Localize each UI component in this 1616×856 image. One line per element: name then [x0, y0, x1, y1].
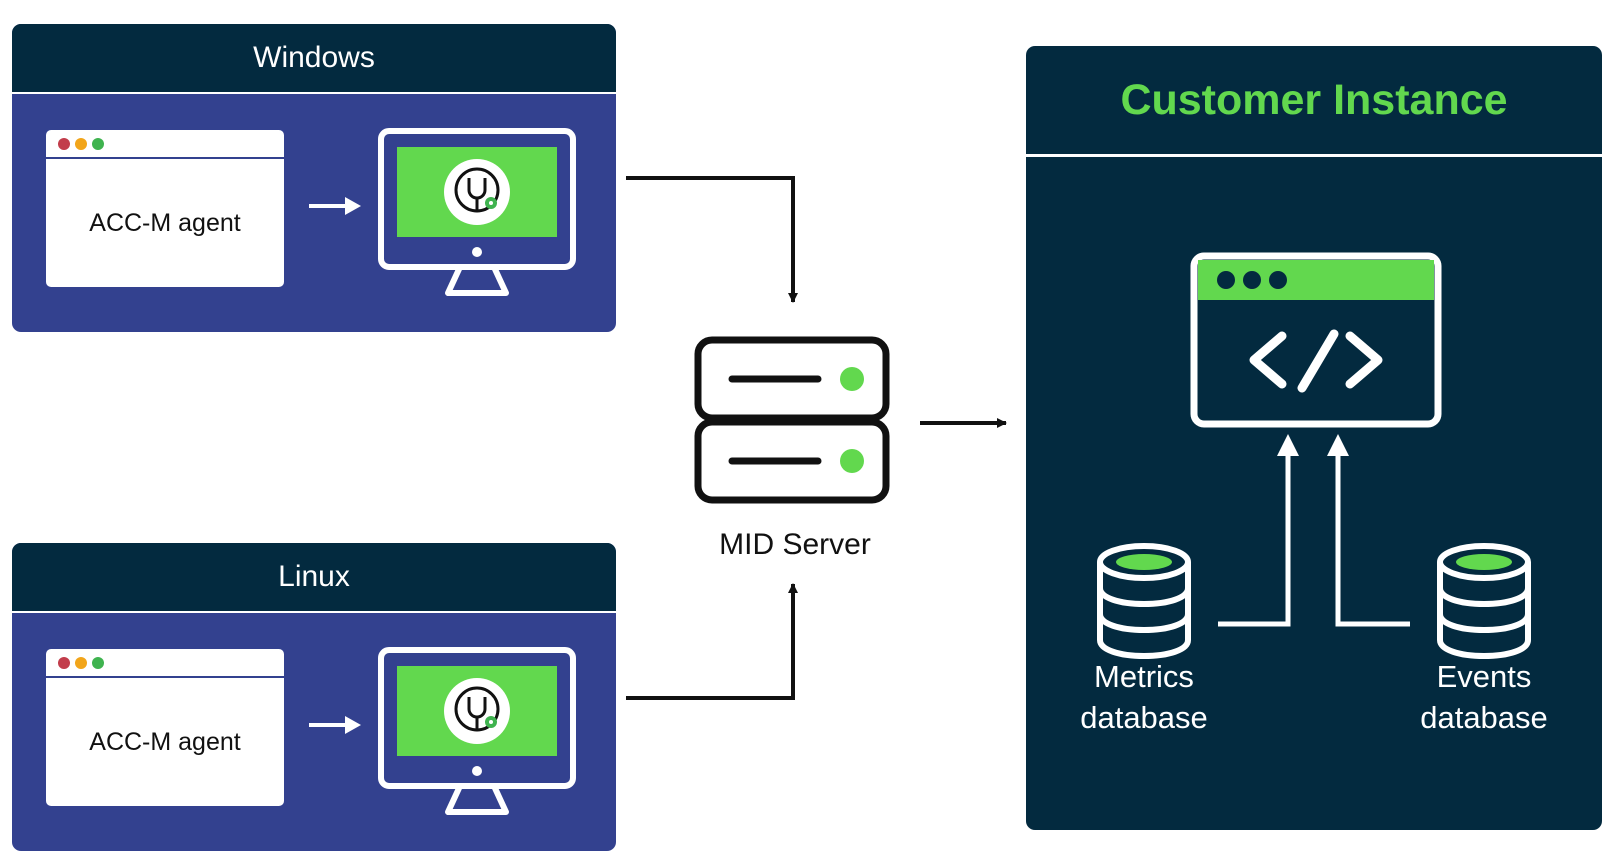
arrow-right-icon [309, 197, 361, 215]
wrench-gear-icon [444, 678, 510, 744]
window-dots [58, 657, 104, 669]
linux-agent-window: ACC-M agent [46, 649, 284, 806]
window-dots [58, 138, 104, 150]
db-to-instance-arrows [1218, 434, 1410, 627]
events-database-icon [1437, 543, 1531, 660]
events-database-label-line1: Events [1436, 659, 1532, 694]
code-window-icon [1190, 252, 1442, 428]
green-dot-icon [92, 138, 104, 150]
windows-panel: Windows ACC-M agent [12, 24, 616, 332]
window-title-bar-divider [46, 676, 284, 678]
metrics-database-label-line2: database [1080, 700, 1208, 735]
events-database-label-line2: database [1420, 700, 1548, 735]
orange-dot-icon [75, 138, 87, 150]
customer-instance-title: Customer Instance [1026, 46, 1602, 157]
windows-agent-window: ACC-M agent [46, 130, 284, 287]
green-dot-icon [92, 657, 104, 669]
wrench-gear-icon [444, 159, 510, 225]
linux-agent-label: ACC-M agent [89, 727, 241, 756]
red-dot-icon [58, 657, 70, 669]
windows-to-mid-arrow [626, 176, 798, 303]
customer-instance-panel: Customer Instance Metrics database [1026, 46, 1602, 830]
server-icon [694, 336, 890, 504]
code-icon [1249, 329, 1383, 393]
metrics-database-icon [1097, 543, 1191, 660]
windows-panel-title: Windows [12, 24, 616, 94]
red-dot-icon [58, 138, 70, 150]
monitor-icon [378, 128, 576, 296]
events-database-label: Events database [1364, 656, 1602, 738]
linux-to-mid-arrow [626, 583, 798, 700]
linux-panel-title: Linux [12, 543, 616, 613]
window-title-bar-divider [46, 157, 284, 159]
orange-dot-icon [75, 657, 87, 669]
windows-agent-label: ACC-M agent [89, 208, 241, 237]
metrics-database-label-line1: Metrics [1094, 659, 1194, 694]
mid-server-label: MID Server [719, 528, 871, 561]
monitor-icon [378, 647, 576, 815]
metrics-database-label: Metrics database [1026, 656, 1264, 738]
arrow-right-icon [309, 716, 361, 734]
linux-panel: Linux ACC-M agent [12, 543, 616, 851]
